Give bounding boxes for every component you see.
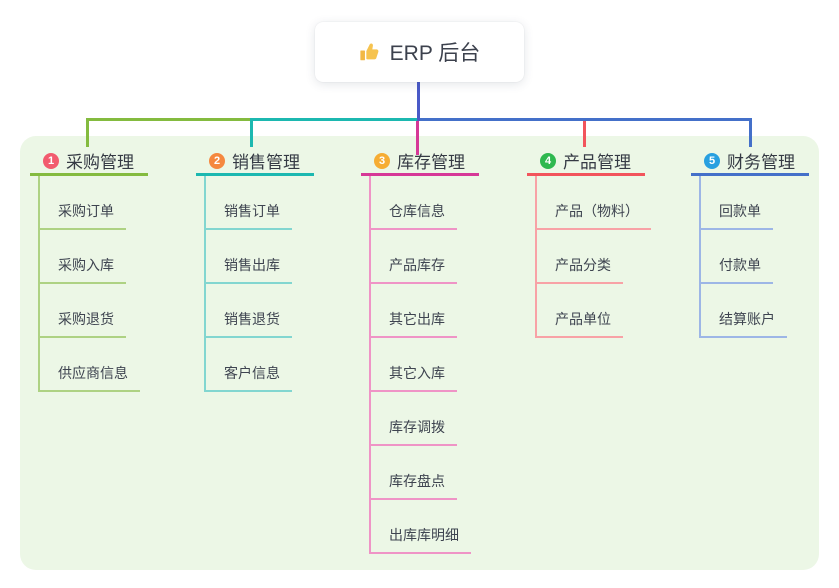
branch-items-finance: 回款单付款单结算账户 xyxy=(699,176,809,338)
branch-label: 产品管理 xyxy=(563,153,631,172)
branch-item[interactable]: 仓库信息 xyxy=(371,176,457,230)
branch-item[interactable]: 销售出库 xyxy=(206,230,292,284)
branch-label: 库存管理 xyxy=(397,153,465,172)
branch-item[interactable]: 采购入库 xyxy=(40,230,126,284)
connector-finance-horizontal xyxy=(419,118,752,121)
branch-item[interactable]: 客户信息 xyxy=(206,338,292,392)
thumbs-up-icon xyxy=(360,43,379,61)
branch-item[interactable]: 产品（物料） xyxy=(537,176,651,230)
branch-number-badge: 2 xyxy=(209,152,225,169)
branch-label: 财务管理 xyxy=(727,153,795,172)
branch-item[interactable]: 回款单 xyxy=(701,176,773,230)
branch-item[interactable]: 结算账户 xyxy=(701,284,787,338)
branch-items-sales: 销售订单销售出库销售退货客户信息 xyxy=(204,176,314,392)
branch-items-inventory: 仓库信息产品库存其它出库其它入库库存调拨库存盘点出库库明细 xyxy=(369,176,479,554)
branch-label: 采购管理 xyxy=(66,153,134,172)
branch-purchase: 1 采购管理 采购订单采购入库采购退货供应商信息 xyxy=(30,148,148,392)
branches-panel xyxy=(20,136,819,570)
connector-root-stem xyxy=(417,82,420,121)
branch-item[interactable]: 其它入库 xyxy=(371,338,457,392)
connector-sales-drop xyxy=(250,118,253,147)
root-node[interactable]: ERP 后台 xyxy=(315,22,524,82)
connector-product-drop xyxy=(583,118,586,147)
branch-number-badge: 3 xyxy=(374,152,390,169)
branch-finance: 5 财务管理 回款单付款单结算账户 xyxy=(691,148,809,338)
connector-sales-horizontal xyxy=(250,118,420,121)
branch-product: 4 产品管理 产品（物料）产品分类产品单位 xyxy=(527,148,651,338)
branch-sales: 2 销售管理 销售订单销售出库销售退货客户信息 xyxy=(196,148,314,392)
branch-label: 销售管理 xyxy=(232,153,300,172)
branch-number-badge: 5 xyxy=(704,152,720,169)
branch-item[interactable]: 付款单 xyxy=(701,230,773,284)
branch-items-product: 产品（物料）产品分类产品单位 xyxy=(535,176,651,338)
connector-inventory xyxy=(416,120,419,155)
root-title: ERP 后台 xyxy=(389,42,481,65)
branch-item[interactable]: 产品单位 xyxy=(537,284,623,338)
branch-item[interactable]: 库存盘点 xyxy=(371,446,457,500)
connector-purchase-drop xyxy=(86,118,89,147)
branch-number-badge: 4 xyxy=(540,152,556,169)
branch-item[interactable]: 销售订单 xyxy=(206,176,292,230)
branch-header-product[interactable]: 4 产品管理 xyxy=(527,148,645,176)
branch-item[interactable]: 出库库明细 xyxy=(371,500,471,554)
branch-item[interactable]: 产品库存 xyxy=(371,230,457,284)
branch-items-purchase: 采购订单采购入库采购退货供应商信息 xyxy=(38,176,148,392)
branch-header-purchase[interactable]: 1 采购管理 xyxy=(30,148,148,176)
branch-item[interactable]: 采购订单 xyxy=(40,176,126,230)
branch-item[interactable]: 供应商信息 xyxy=(40,338,140,392)
branch-item[interactable]: 销售退货 xyxy=(206,284,292,338)
branch-header-finance[interactable]: 5 财务管理 xyxy=(691,148,809,176)
branch-inventory: 3 库存管理 仓库信息产品库存其它出库其它入库库存调拨库存盘点出库库明细 xyxy=(361,148,479,554)
connector-finance-drop xyxy=(749,118,752,147)
branch-item[interactable]: 库存调拨 xyxy=(371,392,457,446)
branch-item[interactable]: 其它出库 xyxy=(371,284,457,338)
branch-header-inventory[interactable]: 3 库存管理 xyxy=(361,148,479,176)
branch-number-badge: 1 xyxy=(43,152,59,169)
branch-item[interactable]: 产品分类 xyxy=(537,230,623,284)
branch-header-sales[interactable]: 2 销售管理 xyxy=(196,148,314,176)
branch-item[interactable]: 采购退货 xyxy=(40,284,126,338)
